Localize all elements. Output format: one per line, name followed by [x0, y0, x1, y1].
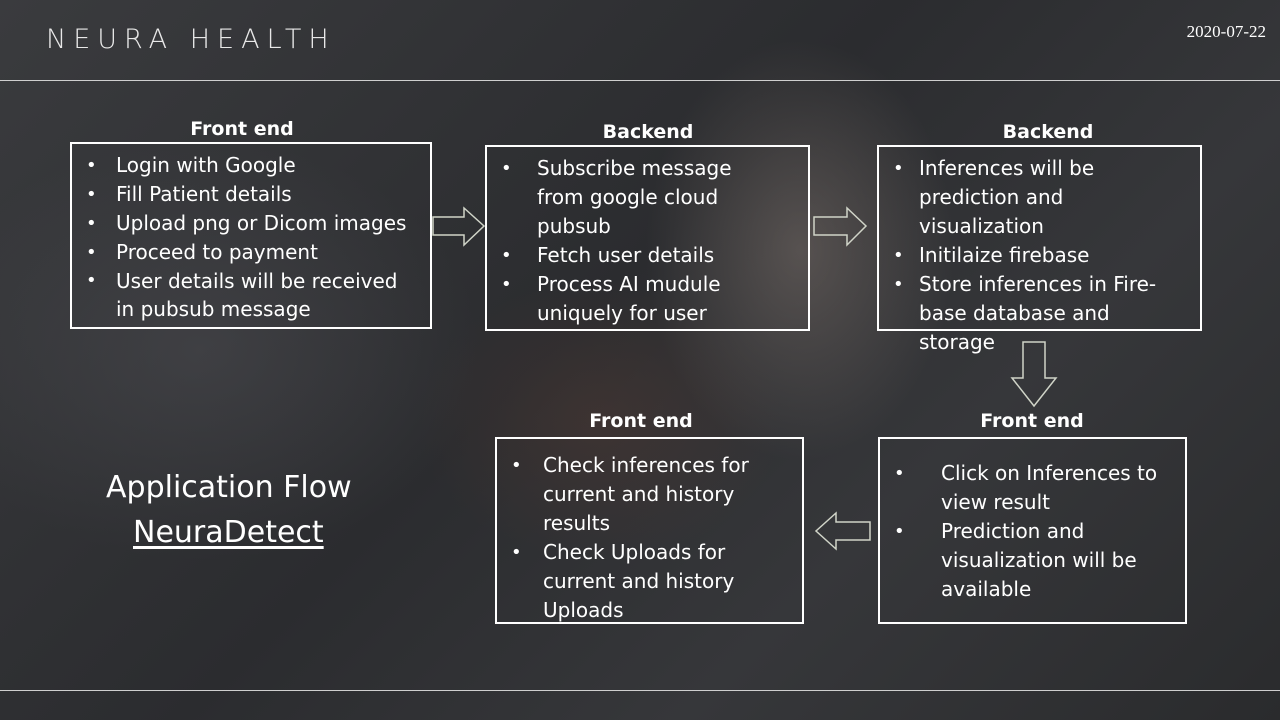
caption-app-name: NeuraDetect — [133, 515, 324, 550]
step2-item: Process AI mudule uniquely for user — [487, 270, 808, 328]
step5-title: Front end — [589, 410, 693, 432]
step3-box: Inferences will be prediction and visual… — [877, 145, 1202, 354]
left-arrow-icon — [814, 511, 871, 551]
step5-box: Check inferences for current and history… — [495, 437, 804, 624]
step1-item: Fill Patient details — [72, 180, 430, 209]
step4-item: Click on Inferences to view result — [880, 459, 1185, 517]
step5-item: Check Uploads for current and history Up… — [497, 538, 802, 625]
step4-box: Click on Inferences to view result Predi… — [878, 437, 1187, 624]
right-arrow-icon — [432, 206, 486, 247]
caption-title: Application Flow — [106, 470, 352, 505]
step2-box: Subscribe message from google cloud pubs… — [485, 145, 810, 331]
step1-item: User details will be received in pubsub … — [72, 267, 430, 323]
step3-item: Initilaize firebase — [879, 241, 1200, 270]
down-arrow-icon — [1010, 341, 1058, 408]
step1-title: Front end — [190, 118, 294, 140]
step3-item: Store inferences in Fire-base database a… — [879, 270, 1200, 357]
right-arrow-icon — [813, 206, 868, 247]
step4-title: Front end — [980, 410, 1084, 432]
step4-item: Prediction and visualization will be ava… — [880, 517, 1185, 604]
step1-item: Login with Google — [72, 151, 430, 180]
step5-item: Check inferences for current and history… — [497, 451, 802, 538]
footer-divider — [0, 690, 1280, 691]
step2-item: Fetch user details — [487, 241, 808, 270]
step1-item: Upload png or Dicom images — [72, 209, 430, 238]
step2-title: Backend — [602, 121, 694, 143]
step3-item: Inferences will be prediction and visual… — [879, 154, 1200, 241]
neura-health-logo: NEURA HEALTH — [46, 24, 336, 55]
step1-item: Proceed to payment — [72, 238, 430, 267]
slide-date: 2020-07-22 — [1186, 22, 1266, 41]
step3-title: Backend — [1002, 121, 1094, 143]
step2-item: Subscribe message from google cloud pubs… — [487, 154, 808, 241]
step1-box: Login with Google Fill Patient details U… — [70, 142, 432, 329]
header-divider — [0, 80, 1280, 81]
